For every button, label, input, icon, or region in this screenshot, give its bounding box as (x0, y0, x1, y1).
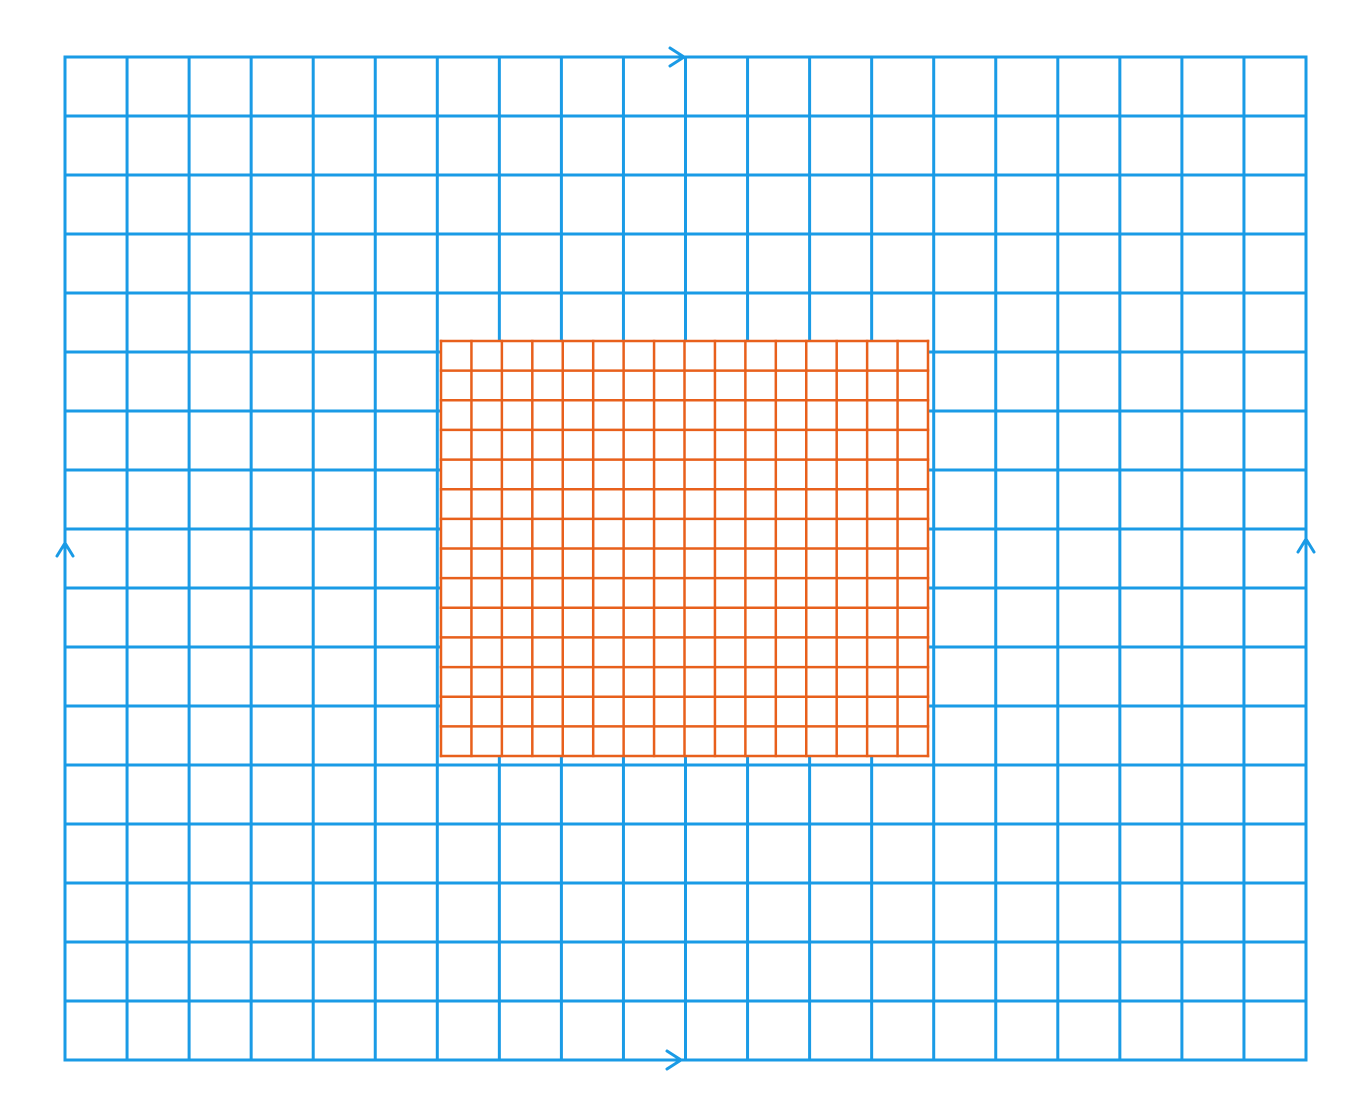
edge-arrows (55, 46, 1316, 1071)
arrow-right-icon (668, 46, 686, 68)
arrow-up-icon (1296, 537, 1316, 554)
arrow-right-icon (665, 1049, 683, 1071)
arrow-up-icon (55, 541, 75, 558)
inner-grid (439, 339, 930, 758)
